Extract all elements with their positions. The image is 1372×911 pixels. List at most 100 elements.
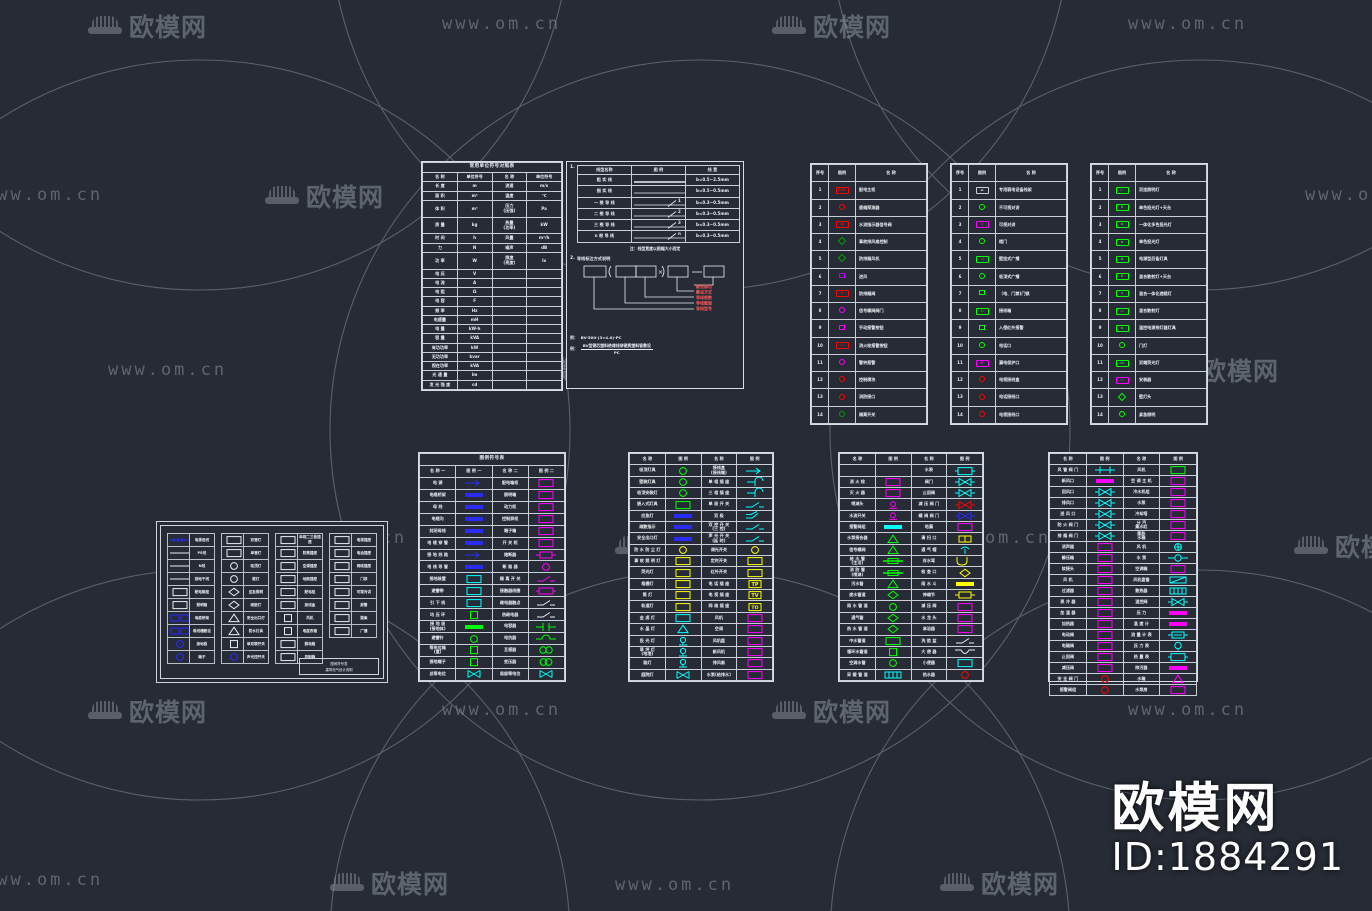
legend-row[interactable]: 11⊐⊏双端荧光灯 (1091, 353, 1207, 373)
symbol-row[interactable]: 防 火 阀 门分 汽集水缸 (1049, 519, 1197, 531)
symbol-row[interactable]: 空调水管小便器 (839, 657, 983, 670)
symbol-row[interactable]: 疏散指示双 控 开 关(三 控) (629, 521, 773, 534)
symbol-row[interactable]: 热 水 管 道淋浴器 (839, 623, 983, 636)
sheet-symbol-row[interactable]: 弱电箱 (275, 637, 324, 651)
symbol-row[interactable]: 接 地 线 路熔断器 (418, 548, 566, 562)
symbol-row[interactable]: 电 线 导 管断 路 器 (418, 560, 566, 574)
legend-row[interactable]: 5◁壁挂式广播 (951, 250, 1067, 269)
symbol-row[interactable]: 接 地 极(接地体)电容器 (418, 620, 566, 634)
legend-row[interactable]: 10▭消火栓报警按钮 (811, 336, 927, 355)
sheet-symbol-row[interactable]: 可视对讲 (329, 585, 378, 599)
sheet-symbol-row[interactable]: 电缆桥架 (167, 611, 216, 625)
legend-row[interactable]: 8▭接线箱 (951, 302, 1067, 321)
symbol-row[interactable]: 防 水 防 尘 灯调光开关 (629, 543, 773, 557)
sheet-symbol-row[interactable]: 照明箱 (167, 598, 216, 612)
symbol-row[interactable]: 减压阀除污器 (1049, 662, 1197, 674)
symbol-row[interactable]: 止回阀热 量 表 (1049, 651, 1197, 663)
sheet-symbol-row[interactable]: 地面插座 (275, 572, 324, 586)
legend-row[interactable]: 6⊻混合散射灯+天台 (1091, 267, 1207, 286)
legend-row[interactable]: 3▭可视对讲 (951, 215, 1067, 235)
legend-row[interactable]: 9⊌温控电源排灯器灯具 (1091, 319, 1207, 338)
legend-row[interactable]: 1▬专用弱电设备线架 (951, 181, 1067, 200)
symbol-row[interactable]: 消 防 管(喷淋)检 查 口 (839, 566, 983, 579)
sheet-symbol-row[interactable]: 报警 (329, 598, 378, 612)
symbol-row[interactable]: 封闭母线端子箱 (418, 524, 566, 538)
symbol-row[interactable]: 排风口水泵 (1049, 497, 1197, 509)
legend-row[interactable]: 7⊂混合一体化透镜灯 (1091, 284, 1207, 304)
symbol-row[interactable]: 报警阀组地漏 (839, 521, 983, 534)
symbol-row[interactable]: 软接头空调箱 (1049, 563, 1197, 575)
symbol-row[interactable]: 均 压 环热继电器 (418, 608, 566, 622)
symbol-row[interactable]: 电动阀流 量 计 表 (1049, 629, 1197, 641)
legend-row[interactable]: 4⊌单色投光灯 (1091, 233, 1207, 252)
symbol-row[interactable]: 母 线动力柜 (418, 500, 566, 514)
sheet-symbol-row[interactable]: 接地干线 (167, 572, 216, 586)
plumbing-symbol-matrix[interactable]: 名 称图 例名 称图 例水表消 火 栓阀门灭 火 器止回阀喷淋头减 压 阀 门水… (838, 452, 984, 682)
lighting-symbol-matrix[interactable]: 名 称图 例名 称图 例吸顶灯具接线盒(接线端)壁装灯具单 相 插 座吸顶安装灯… (628, 452, 774, 682)
symbol-row[interactable]: 安全出口灯声 光 开 关(延 时) (629, 532, 773, 545)
symbol-row[interactable]: 电缆桥架照明箱 (418, 488, 566, 502)
symbol-row[interactable]: 金 卤 灯风机 (629, 611, 773, 625)
sheet-symbol-row[interactable]: 网络插座 (329, 559, 378, 573)
legend-row[interactable]: 5⊌电源型后备灯具 (1091, 250, 1207, 269)
symbol-row[interactable]: 安 全 阀 门水箱 (1049, 673, 1197, 685)
symbol-row[interactable]: 报警阀组水泵房 (1049, 684, 1197, 696)
symbol-row[interactable]: 水泵接合器清 扫 口 (839, 532, 983, 545)
symbol-row[interactable]: 循环水管道大 便 器 (839, 645, 983, 659)
sheet-symbol-row[interactable]: 电视插座 (329, 533, 378, 547)
symbol-row[interactable]: 风 机风机盘管 (1049, 574, 1197, 586)
symbol-row[interactable]: 水表 (839, 464, 983, 477)
symbol-row[interactable]: 雨 水 管 道减 压 阀 (839, 600, 983, 613)
sheet-symbol-row[interactable]: 门禁 (329, 572, 378, 586)
sheet-symbol-row[interactable]: 母线槽敷设 (167, 624, 216, 638)
sheet-symbol-row[interactable]: 风机 (275, 611, 324, 625)
symbol-row[interactable]: 接地装置隔 离 开 关 (418, 572, 566, 586)
symbol-row[interactable]: 排 烟 阀 门膨胀水箱 (1049, 530, 1197, 542)
sheet-symbol-row[interactable]: 安全出口灯 (221, 611, 270, 625)
symbol-row[interactable]: 嵌入式灯具单 极 开 关 (629, 498, 773, 511)
symbol-row[interactable]: 送 风 口冷却塔 (1049, 508, 1197, 520)
symbol-row[interactable]: 新风口空 调 主 机 (1049, 475, 1197, 487)
symbol-row[interactable]: 中水管道洗 脸 盆 (839, 634, 983, 647)
symbol-row[interactable]: 污水管雨 水 斗 (839, 577, 983, 591)
sheet-symbol-row[interactable]: 单管灯 (221, 546, 270, 560)
symbol-row[interactable]: 风 管 阀 门风机 (1049, 464, 1197, 476)
symbol-row[interactable]: 应急灯双 极 (629, 509, 773, 523)
symbol-row[interactable]: 庭院灯水泵(给排水) (629, 668, 773, 682)
symbol-row[interactable]: 电 源配电箱柜 (418, 476, 566, 490)
legend-row[interactable]: 3⊌一体化多色投光灯 (1091, 215, 1207, 235)
sheet-symbol-row[interactable]: 单相二三极插座 (275, 533, 324, 547)
symbol-row[interactable]: 壁装灯具单 相 插 座 (629, 475, 773, 489)
legend-row[interactable]: 2⊻单色投光灯+天台 (1091, 198, 1207, 217)
symbol-row[interactable]: 吸顶安装灯三 相 插 座 (629, 487, 773, 500)
symbol-row[interactable]: 路灯排风扇 (629, 657, 773, 670)
symbol-row[interactable]: 引 下 线继电器触点 (418, 596, 566, 610)
sheet-symbol-row[interactable]: 空调插座 (275, 559, 324, 573)
sheet-symbol-row[interactable]: 声光控开关 (221, 650, 270, 664)
legend-row[interactable]: 7≡防排烟阀 (811, 284, 927, 304)
sheet-symbol-row[interactable]: 电话插座 (329, 546, 378, 560)
symbol-row[interactable]: 电磁阀压 力 表 (1049, 640, 1197, 652)
sheet-symbol-row[interactable]: N线 (167, 559, 216, 573)
symbol-row[interactable]: 接地端子变压器 (418, 655, 566, 669)
symbol-row[interactable]: 避雷带接触器线圈 (418, 584, 566, 598)
symbol-row[interactable]: 采 暖 管 道热水器 (839, 668, 983, 682)
